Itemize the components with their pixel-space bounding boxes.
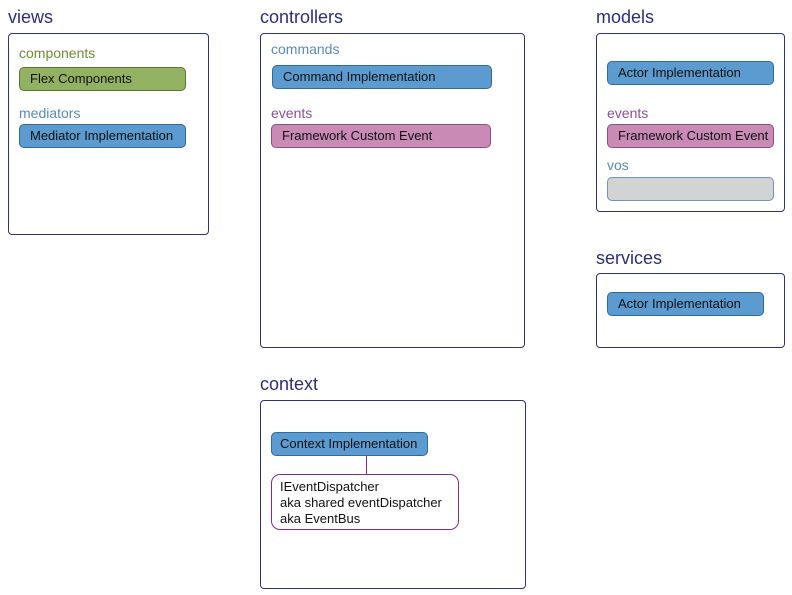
- models-panel: Actor Implementation events Framework Cu…: [596, 33, 785, 212]
- services-panel: Actor Implementation: [596, 273, 785, 348]
- context-implementation-node: Context Implementation: [271, 432, 428, 456]
- event-dispatcher-node: IEventDispatcher aka shared eventDispatc…: [271, 474, 459, 530]
- services-heading: services: [596, 248, 663, 268]
- controllers-events-label: events: [271, 105, 313, 121]
- vos-label: vos: [607, 157, 629, 173]
- command-implementation-node: Command Implementation: [272, 65, 492, 89]
- models-events-label: events: [607, 105, 649, 121]
- dispatcher-line: IEventDispatcher: [280, 479, 379, 494]
- services-actor-implementation-node: Actor Implementation: [607, 292, 764, 316]
- models-framework-custom-event-node: Framework Custom Event: [607, 124, 774, 148]
- views-heading: views: [8, 7, 54, 27]
- controllers-heading: controllers: [260, 7, 344, 27]
- mediator-implementation-node: Mediator Implementation: [19, 124, 186, 148]
- controllers-panel: commands Command Implementation events F…: [260, 33, 525, 348]
- models-heading: models: [596, 7, 655, 27]
- context-dispatcher-connector: [366, 456, 367, 474]
- flex-components-node: Flex Components: [19, 67, 186, 91]
- mediators-label: mediators: [19, 105, 81, 121]
- models-actor-implementation-node: Actor Implementation: [607, 61, 774, 85]
- components-label: components: [19, 45, 96, 61]
- dispatcher-line: aka EventBus: [280, 511, 361, 526]
- vos-empty-node: [607, 177, 774, 201]
- context-panel: Context Implementation IEventDispatcher …: [260, 400, 526, 589]
- dispatcher-line: aka shared eventDispatcher: [280, 495, 442, 510]
- commands-label: commands: [271, 41, 340, 57]
- context-heading: context: [260, 374, 319, 394]
- controllers-framework-custom-event-node: Framework Custom Event: [271, 124, 491, 148]
- views-panel: components Flex Components mediators Med…: [8, 33, 209, 235]
